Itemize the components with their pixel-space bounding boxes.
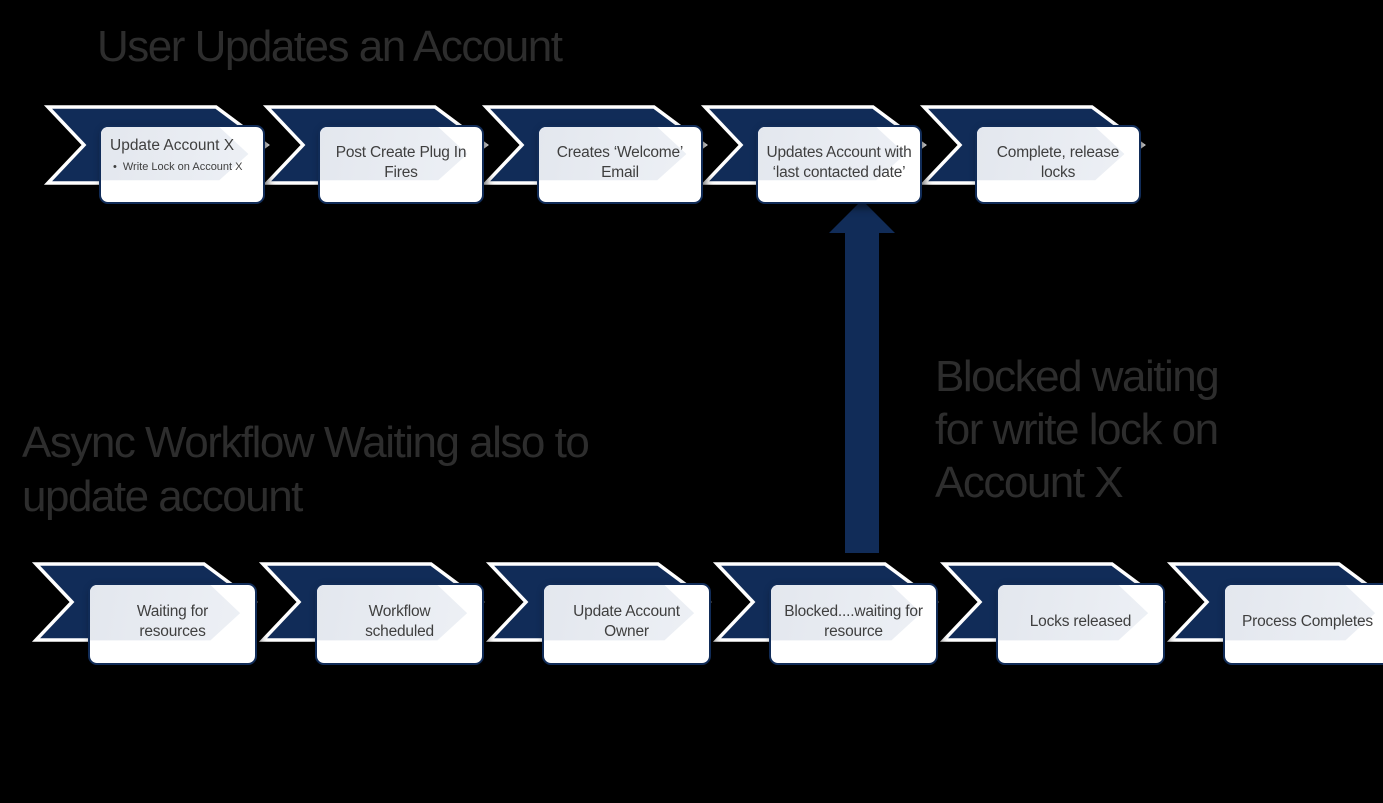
bullet-text: Write Lock on Account X xyxy=(122,161,243,173)
step-box-updates-last-contacted: Updates Account with ‘last contacted dat… xyxy=(756,125,922,204)
step-box-update-account-x: Update Account X • Write Lock on Account… xyxy=(99,125,265,204)
step-box-workflow-scheduled: Workflow scheduled xyxy=(315,583,484,665)
arrow-watermark-icon xyxy=(771,585,922,641)
step-label: Creates ‘Welcome’ Email xyxy=(556,143,684,181)
step-title: Update Account X xyxy=(110,137,235,154)
step-label: Locks released xyxy=(1029,613,1132,630)
arrow-watermark-icon xyxy=(998,585,1149,641)
step-box-blocked-waiting-resource: Blocked....waiting for resource xyxy=(769,583,938,665)
annotation-blocked-waiting: Blocked waiting for write lock on Accoun… xyxy=(935,352,1220,507)
arrow-watermark-icon xyxy=(1225,585,1376,641)
step-box-post-create-plugin: Post Create Plug In Fires xyxy=(318,125,484,204)
step-label: Waiting for resources xyxy=(136,603,209,640)
step-box-process-completes: Process Completes xyxy=(1223,583,1383,665)
step-box-locks-released: Locks released xyxy=(996,583,1165,665)
step-label: Process Completes xyxy=(1242,613,1373,630)
arrow-watermark-icon xyxy=(977,127,1125,181)
arrow-watermark-icon xyxy=(758,127,906,181)
step-label: Update Account Owner xyxy=(573,603,680,640)
arrow-watermark-icon xyxy=(90,585,241,641)
blocking-arrow-icon xyxy=(829,200,895,553)
arrow-watermark-icon xyxy=(544,585,695,641)
bullet-marker-icon: • xyxy=(113,161,117,173)
arrow-watermark-icon xyxy=(320,127,468,181)
step-box-creates-welcome-email: Creates ‘Welcome’ Email xyxy=(537,125,703,204)
step-box-update-account-owner: Update Account Owner xyxy=(542,583,711,665)
step-label: Complete, release locks xyxy=(996,143,1120,181)
arrow-watermark-icon xyxy=(317,585,468,641)
step-label: Workflow scheduled xyxy=(365,603,434,640)
title-async-workflow: Async Workflow Waiting also to update ac… xyxy=(22,418,590,521)
arrow-watermark-icon xyxy=(101,127,249,181)
step-box-waiting-for-resources: Waiting for resources xyxy=(88,583,257,665)
step-label: Blocked....waiting for resource xyxy=(784,603,923,640)
arrow-watermark-icon xyxy=(539,127,687,181)
step-label: Post Create Plug In Fires xyxy=(335,143,467,181)
step-bullet: • Write Lock on Account X xyxy=(110,161,243,174)
title-user-updates: User Updates an Account xyxy=(97,22,563,71)
step-box-complete-release-locks: Complete, release locks xyxy=(975,125,1141,204)
step-label: Updates Account with ‘last contacted dat… xyxy=(766,143,912,181)
